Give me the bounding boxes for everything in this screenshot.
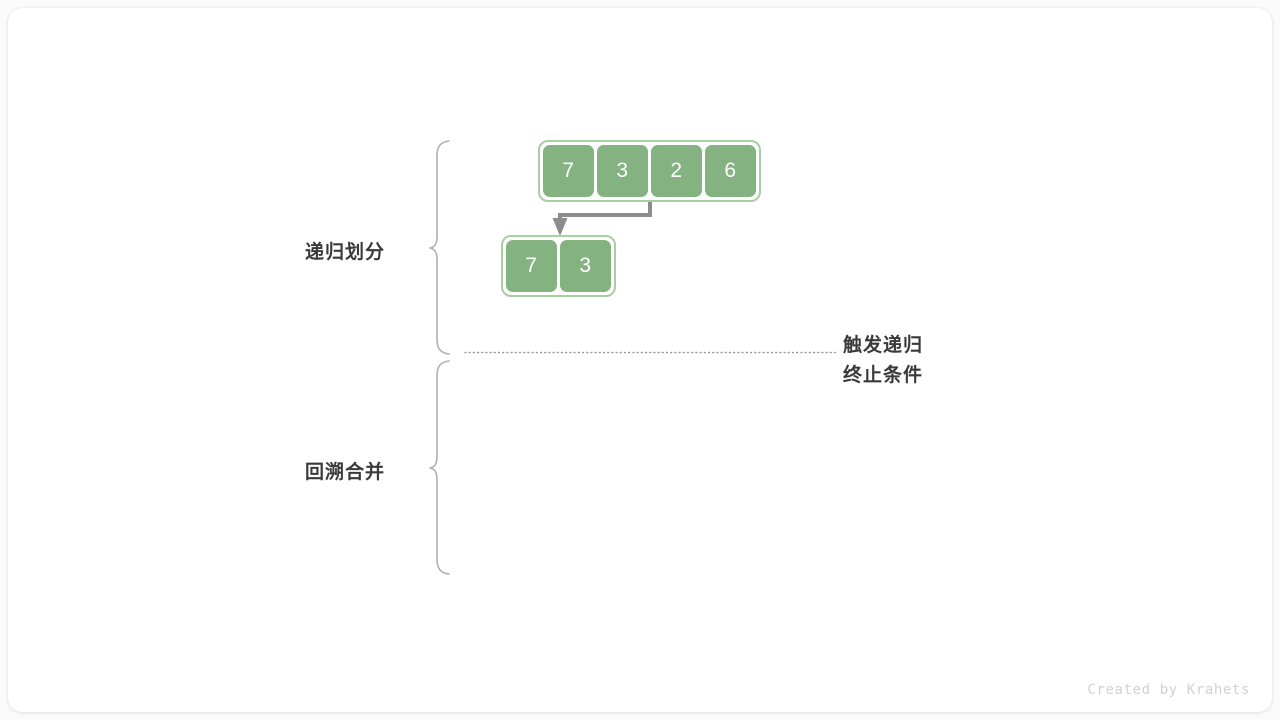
phase-label-merge: 回溯合并 xyxy=(305,462,386,483)
phase-label-divide: 递归划分 xyxy=(305,242,386,263)
termination-annotation: 触发递归 终止条件 xyxy=(843,331,923,391)
termination-annotation-line1: 触发递归 xyxy=(843,335,924,356)
array-cell: 7 xyxy=(506,240,557,292)
array-cell: 3 xyxy=(560,240,611,292)
array-cell: 6 xyxy=(705,145,756,197)
diagram-card xyxy=(8,8,1272,712)
down-arrow-icon xyxy=(552,199,652,236)
curly-brace-icon-divide xyxy=(429,140,450,355)
termination-annotation-line2: 终止条件 xyxy=(843,365,924,386)
array-cell: 3 xyxy=(597,145,648,197)
left-subarray: 7 3 xyxy=(501,235,616,297)
footer-credit: Created by Krahets xyxy=(1087,682,1250,698)
curly-brace-icon-merge xyxy=(429,360,450,575)
array-cell: 7 xyxy=(543,145,594,197)
original-array: 7 3 2 6 xyxy=(538,140,761,202)
array-cell: 2 xyxy=(651,145,702,197)
